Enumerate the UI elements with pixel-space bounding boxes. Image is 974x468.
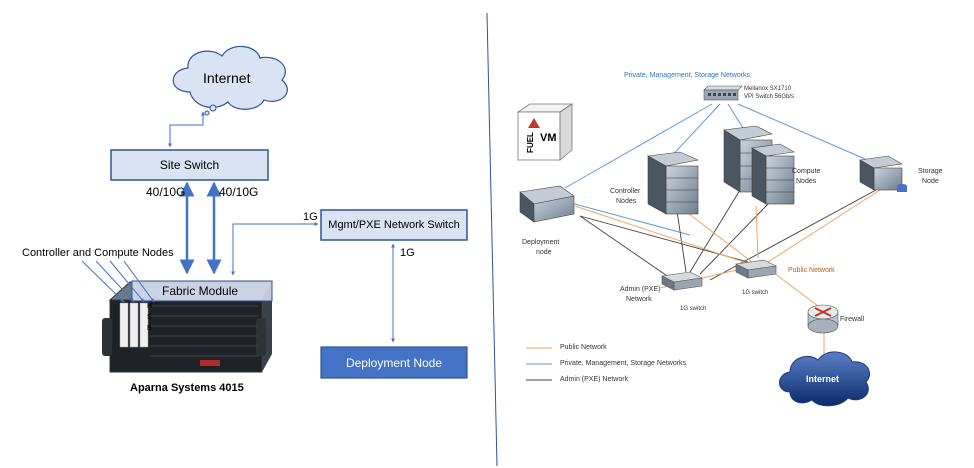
internet-cloud-right bbox=[779, 351, 870, 407]
deployment-label-1: Deployment bbox=[522, 239, 560, 246]
mellanox-switch bbox=[703, 85, 743, 101]
fabric-to-mgmt-link bbox=[231, 222, 319, 276]
mgmt-switch-box bbox=[320, 209, 468, 241]
compute-label-2: Nodes bbox=[796, 178, 817, 185]
admin-label-2: Network bbox=[626, 296, 652, 303]
controller-label-1: Controller bbox=[610, 188, 641, 195]
site-switch-label: Site Switch bbox=[159, 158, 220, 172]
vm-text: VM bbox=[540, 132, 557, 144]
deployment-node-box bbox=[320, 346, 468, 379]
legend-public-label: Public Network bbox=[560, 344, 607, 351]
node-pointer-4 bbox=[123, 260, 155, 303]
compute-label-1: Compute bbox=[792, 168, 821, 175]
admin-label-1: Admin (PXE) bbox=[620, 286, 661, 293]
node-pointer-2 bbox=[95, 260, 135, 303]
uplink-right-label: 40/10G bbox=[219, 185, 259, 199]
firewall-router bbox=[807, 304, 839, 334]
fuel-vm-box bbox=[516, 103, 574, 161]
mgmt-switch-label: Mgmt/PXE Network Switch bbox=[328, 219, 460, 231]
fuel-text: FUEL bbox=[525, 132, 535, 153]
uplink-left-label: 40/10G bbox=[146, 185, 186, 199]
panel-divider bbox=[486, 12, 498, 467]
public-1g-switch bbox=[735, 259, 777, 279]
deploy-link-label: 1G bbox=[400, 247, 415, 259]
public-network-label: Public Network bbox=[788, 267, 835, 274]
cloud-to-site-switch-link bbox=[168, 111, 205, 148]
nodes-label: Controller and Compute Nodes bbox=[22, 247, 174, 259]
legend-admin-label: Admin (PXE) Network bbox=[560, 376, 629, 383]
storage-server bbox=[859, 155, 907, 192]
firewall-label: Firewall bbox=[840, 316, 865, 323]
mellanox-label-1: Mellanox SX1710 bbox=[744, 86, 792, 92]
admin-1g-switch bbox=[661, 271, 703, 291]
card-letter-s: S bbox=[147, 314, 152, 321]
networks-header: Private, Management, Storage Networks bbox=[624, 72, 751, 79]
deployment-server bbox=[519, 185, 575, 223]
switch-a-label: 1G switch bbox=[680, 306, 707, 312]
mgmt-link-label: 1G bbox=[303, 211, 318, 223]
node-pointer-1 bbox=[81, 260, 125, 303]
public-network-links bbox=[574, 189, 881, 360]
fabric-module-label: Fabric Module bbox=[162, 284, 239, 298]
legend-private-label: Private, Management, Storage Networks bbox=[560, 360, 687, 367]
deployment-node-label: Deployment Node bbox=[345, 355, 443, 370]
chassis-caption: Aparna Systems 4015 bbox=[130, 382, 244, 394]
card-letter-h: H bbox=[147, 303, 153, 310]
compute-servers bbox=[723, 125, 795, 205]
private-network-links bbox=[559, 103, 873, 236]
internet-label: Internet bbox=[203, 70, 251, 86]
deployment-label-2: node bbox=[536, 249, 552, 256]
fabric-module-box bbox=[131, 280, 273, 302]
controller-servers bbox=[647, 151, 700, 215]
node-pointer-3 bbox=[109, 260, 145, 303]
mellanox-label-2: VPI Switch 56Gb/s bbox=[744, 94, 795, 100]
controller-label-2: Nodes bbox=[616, 198, 637, 205]
storage-label-1: Storage bbox=[918, 168, 943, 175]
internet-cloud-label: Internet bbox=[806, 374, 840, 384]
switch-b-label: 1G switch bbox=[742, 290, 769, 296]
storage-label-2: Node bbox=[922, 178, 939, 185]
site-switch-box bbox=[110, 149, 269, 181]
card-letter-b: B bbox=[147, 325, 152, 332]
internet-cloud bbox=[172, 45, 288, 116]
